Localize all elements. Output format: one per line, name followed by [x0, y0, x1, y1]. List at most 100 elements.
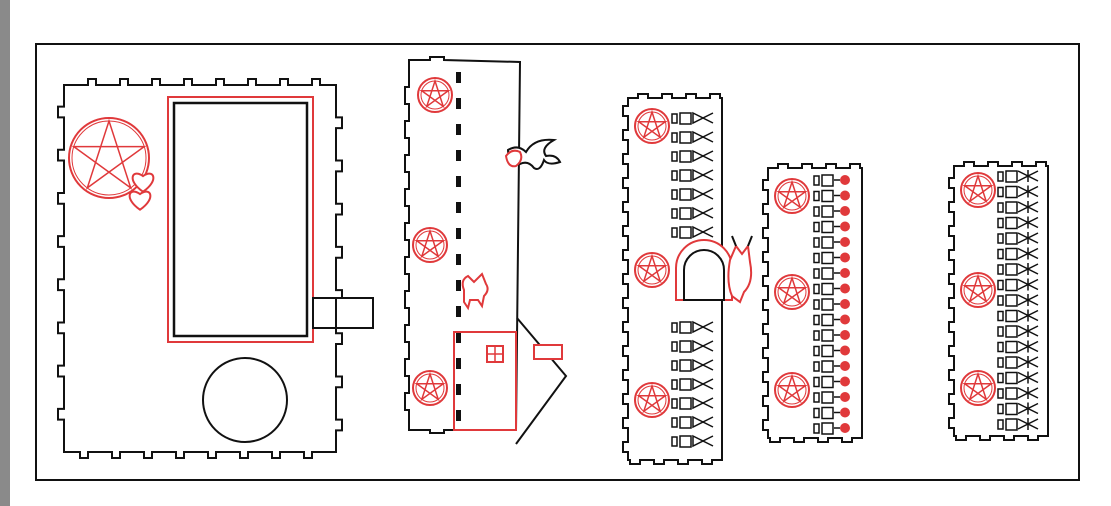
glyph-slot [813, 190, 820, 202]
glyph-slot [813, 345, 820, 357]
glyph-bow [701, 150, 714, 162]
glyph-square [1005, 294, 1018, 307]
glyph-slot [813, 268, 820, 279]
dot-icon [840, 237, 850, 247]
glyph-square [821, 251, 834, 265]
pentagram-star [776, 275, 808, 306]
dot-icon [840, 252, 850, 263]
glyph-slot [997, 217, 1004, 229]
slot-mark [456, 410, 461, 421]
glyph-square [1005, 201, 1018, 214]
dot-icon [840, 361, 850, 371]
glyph-row [813, 205, 850, 218]
cat-icon [461, 272, 489, 311]
pentagram-star [962, 371, 994, 402]
dot-icon [840, 392, 850, 402]
pentagram-icon [412, 227, 448, 263]
pentagram-icon [634, 108, 670, 144]
glyph-row [997, 278, 1039, 292]
glyph-square [679, 207, 692, 220]
glyph-bow [692, 225, 705, 239]
arrow-icon [1026, 402, 1039, 415]
glyph-square [1005, 387, 1018, 400]
arch-window [683, 249, 725, 301]
glyph-square [1005, 170, 1018, 183]
slot-mark [456, 202, 461, 213]
glyph-square [1005, 278, 1018, 292]
glyph-row [671, 377, 714, 391]
glyph-slot [671, 341, 678, 352]
glyph-slot [813, 361, 820, 372]
glyph-slot [671, 113, 678, 124]
slot-mark [456, 384, 461, 395]
panel-dot-strip [762, 163, 863, 443]
glyph-slot [671, 379, 678, 390]
glyph-square [679, 112, 692, 125]
glyph-row [997, 387, 1039, 400]
cat-ears [731, 235, 753, 247]
glyph-square [1005, 418, 1018, 431]
glyph-bow [701, 378, 714, 390]
pentagram-star [962, 273, 994, 304]
pentagram-inner-ring [637, 385, 667, 415]
glyph-bow [692, 187, 705, 201]
dot-icon [840, 206, 850, 216]
panel-outline [948, 161, 1049, 441]
glyph-square [821, 220, 834, 234]
pentagram-inner-ring [963, 175, 993, 205]
pentagram-inner-ring [415, 373, 445, 403]
glyph-square [679, 226, 692, 239]
dot-icon [840, 175, 850, 185]
glyph-bow [701, 435, 714, 447]
arrow-icon [1026, 170, 1039, 182]
glyph-slot [997, 248, 1004, 260]
pentagram-inner-ring [963, 373, 993, 403]
glyph-row [813, 298, 850, 311]
glyph-bow [692, 130, 705, 144]
glyph-row [813, 391, 850, 404]
glyph-square [679, 150, 692, 163]
glyph-slot [671, 360, 678, 371]
pentagram-ring [634, 108, 670, 144]
glyph-row [997, 356, 1039, 369]
screen-window-outer [167, 96, 314, 343]
glyph-row [813, 189, 850, 203]
pentagram-inner-ring [963, 275, 993, 305]
pentagram-inner-ring [637, 111, 667, 141]
glyph-square [821, 344, 834, 358]
glyph-row [813, 344, 850, 358]
glyph-row [671, 149, 714, 163]
glyph-slot [997, 279, 1004, 291]
pentagram-icon [774, 178, 810, 214]
glyph-square [821, 205, 834, 218]
slot-mark [456, 150, 461, 161]
glyph-slot [671, 170, 678, 181]
glyph-square [679, 359, 692, 372]
glyph-slot [671, 132, 678, 143]
pentagram-icon [68, 117, 150, 199]
arrow-icon [1026, 185, 1039, 198]
pentagram-icon [634, 252, 670, 288]
pentagram-ring [774, 372, 810, 408]
glyph-bow [701, 226, 714, 238]
glyph-square [821, 329, 834, 342]
glyph-bow [701, 340, 714, 352]
dot-icon [840, 407, 850, 418]
arrow-icon [1026, 418, 1039, 430]
glyph-row [671, 434, 714, 448]
glyph-square [821, 313, 834, 327]
glyph-slot [671, 189, 678, 200]
glyph-square [821, 189, 834, 203]
left-scrollbar-edge [0, 0, 10, 506]
dot-icon [840, 299, 850, 309]
glyph-square [1005, 309, 1018, 323]
pentagram-inner-ring [415, 230, 445, 260]
arrow-icon [1026, 263, 1039, 275]
glyph-bow [701, 416, 714, 428]
bat-face [504, 149, 523, 168]
glyph-row [997, 247, 1039, 261]
dot-icon [840, 283, 850, 294]
glyph-square [821, 391, 834, 404]
slot-mark [456, 124, 461, 135]
